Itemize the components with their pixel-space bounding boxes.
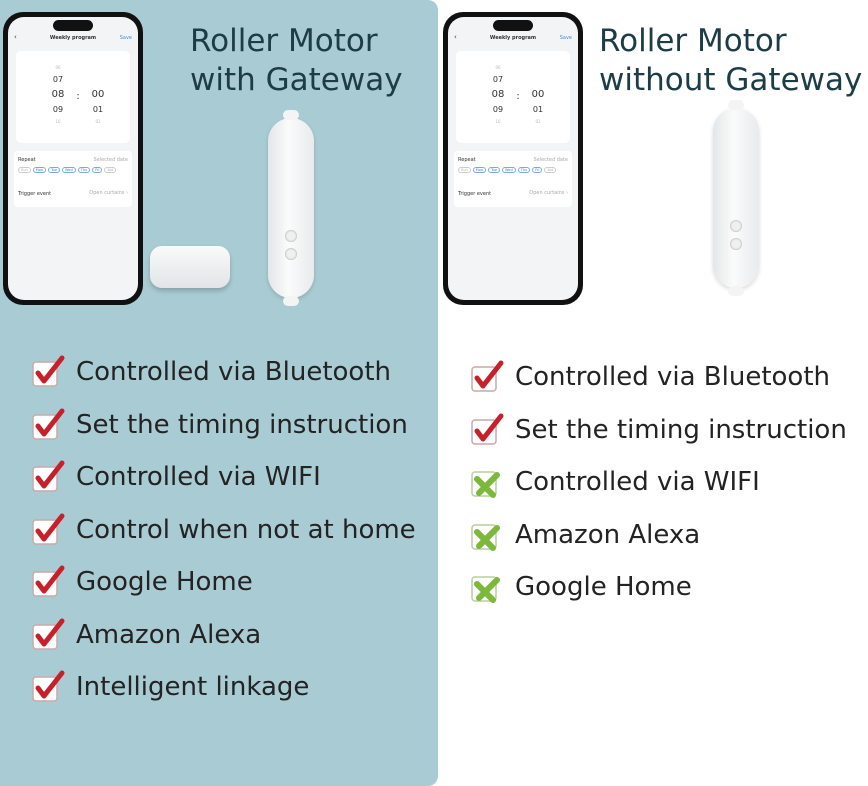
cross-icon (469, 518, 505, 552)
checkmark-icon (30, 513, 66, 547)
day-chip[interactable]: Sat (104, 167, 117, 173)
feature-item: Set the timing instruction (469, 404, 847, 457)
checkmark-icon (469, 413, 505, 447)
roller-motor-image (713, 100, 759, 296)
time-picker[interactable]: 06 07 08 : 09 10 00 01 02 (456, 51, 570, 143)
roller-motor-image (268, 110, 314, 306)
feature-label: Google Home (76, 567, 253, 598)
day-chip[interactable]: Mon (32, 167, 47, 173)
day-chip[interactable]: Tue (488, 167, 501, 173)
day-chip[interactable]: Tue (48, 167, 61, 173)
feature-item: Google Home (469, 561, 847, 614)
feature-item: Controlled via Bluetooth (30, 346, 416, 399)
checkmark-icon (469, 360, 505, 394)
back-icon[interactable]: ‹ (14, 33, 17, 41)
day-chip[interactable]: Mon (472, 167, 487, 173)
cross-icon (469, 570, 505, 604)
checkmark-icon (30, 618, 66, 652)
feature-item: Amazon Alexa (30, 609, 416, 662)
save-button[interactable]: Save (119, 35, 132, 41)
feature-item: Control when not at home (30, 504, 416, 557)
feature-label: Intelligent linkage (76, 672, 310, 703)
feature-item: Set the timing instruction (30, 399, 416, 452)
day-chip[interactable]: Fri (532, 167, 543, 173)
checkmark-icon (30, 355, 66, 389)
feature-item: Controlled via WIFI (469, 456, 847, 509)
checkmark-icon (30, 565, 66, 599)
feature-label: Controlled via WIFI (515, 467, 760, 498)
day-chip[interactable]: Fri (92, 167, 103, 173)
trigger-label: Trigger event (18, 191, 52, 197)
feature-label: Controlled via Bluetooth (76, 357, 391, 388)
screen-title: Weekly program (49, 35, 97, 41)
day-chip[interactable]: Sun (458, 167, 471, 173)
day-chip[interactable]: Wed (62, 167, 76, 173)
screen-title: Weekly program (489, 35, 537, 41)
feature-label: Google Home (515, 572, 692, 603)
feature-label: Set the timing instruction (515, 414, 847, 445)
feature-label: Amazon Alexa (515, 519, 701, 550)
feature-item: Amazon Alexa (469, 509, 847, 562)
feature-label: Amazon Alexa (76, 619, 262, 650)
selected-date: Selected date (533, 157, 568, 163)
feature-label: Control when not at home (76, 514, 416, 545)
feature-item: Intelligent linkage (30, 661, 416, 714)
feature-item: Google Home (30, 556, 416, 609)
gateway-hub-image (150, 246, 230, 288)
time-picker[interactable]: 06 07 08 : 09 10 00 01 02 (16, 51, 130, 143)
phone-mockup: ‹ Weekly program Save 06 07 08 : 09 10 0… (443, 12, 583, 305)
feature-item: Controlled via Bluetooth (469, 351, 847, 404)
cross-icon (469, 465, 505, 499)
feature-item: Controlled via WIFI (30, 451, 416, 504)
repeat-label: Repeat (458, 157, 476, 163)
repeat-label: Repeat (18, 157, 36, 163)
day-chip[interactable]: Wed (502, 167, 516, 173)
trigger-value[interactable]: Open curtains › (529, 190, 568, 196)
checkmark-icon (30, 670, 66, 704)
back-icon[interactable]: ‹ (454, 33, 457, 41)
day-chip[interactable]: Sun (18, 167, 31, 173)
day-chip[interactable]: Thu (77, 167, 91, 173)
feature-label: Set the timing instruction (76, 409, 408, 440)
day-chip[interactable]: Thu (517, 167, 531, 173)
selected-date: Selected date (93, 157, 128, 163)
day-chip[interactable]: Sat (544, 167, 557, 173)
feature-label: Controlled via Bluetooth (515, 362, 830, 393)
save-button[interactable]: Save (559, 35, 572, 41)
phone-mockup: ‹ Weekly program Save 06 07 08 : 09 10 0… (3, 12, 143, 305)
trigger-value[interactable]: Open curtains › (89, 190, 128, 196)
checkmark-icon (30, 408, 66, 442)
feature-label: Controlled via WIFI (76, 462, 321, 493)
checkmark-icon (30, 460, 66, 494)
trigger-label: Trigger event (458, 191, 492, 197)
